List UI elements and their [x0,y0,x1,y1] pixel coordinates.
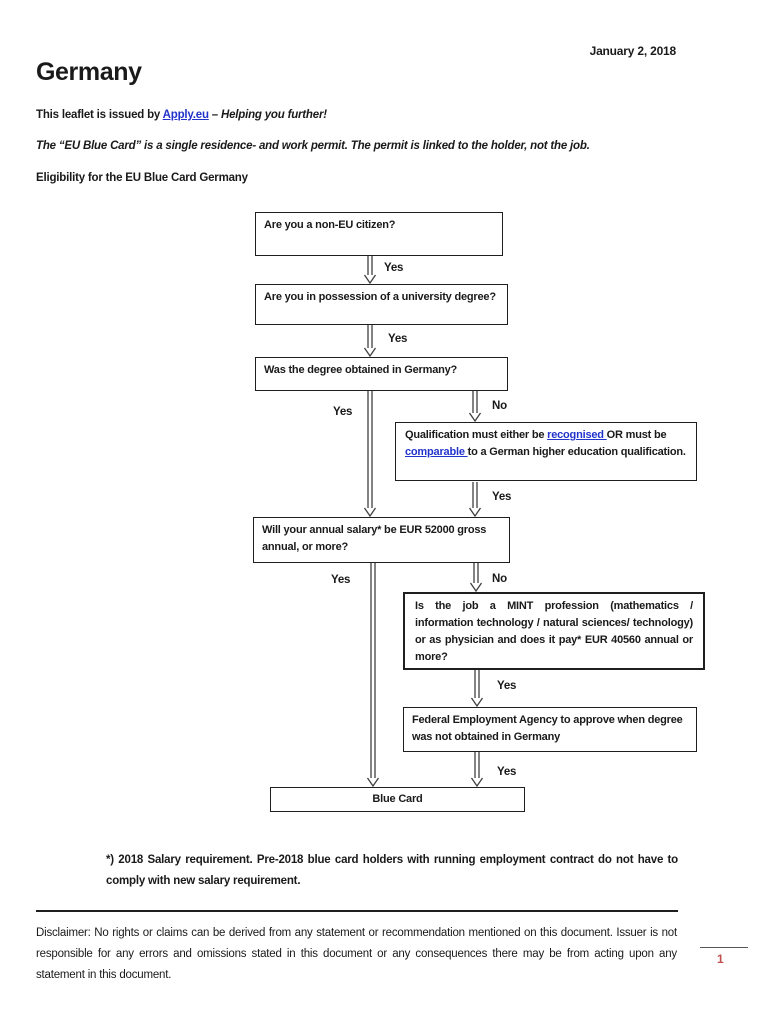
apply-eu-link[interactable]: Apply.eu [162,109,209,121]
flow-box-non-eu-citizen: Are you a non-EU citizen? [255,212,503,256]
flow-box-qualification: Qualification must either be recognised … [395,422,697,481]
page-number: 1 [717,952,724,966]
eligibility-heading: Eligibility for the EU Blue Card Germany [36,172,248,184]
document-date: January 2, 2018 [589,44,677,58]
page-title: Germany [36,58,142,86]
edge-label-yes-5: Yes [331,574,351,586]
arrow-agency-yes-to-bluecard [470,752,484,788]
arrow-germany-yes-to-salary [363,391,377,518]
intro-tagline: Helping you further! [220,109,327,121]
arrow-salary-yes-to-bluecard [366,563,380,788]
edge-label-yes-7: Yes [497,766,517,778]
edge-label-yes-4: Yes [492,491,512,503]
arrow-mint-yes-to-agency [470,670,484,708]
edge-label-yes-3: Yes [333,406,353,418]
flow-box-salary-52000: Will your annual salary* be EUR 52000 gr… [253,517,510,563]
edge-label-yes-1: Yes [384,262,404,274]
qualification-text-2: OR must be [606,429,667,441]
edge-label-yes-2: Yes [388,333,408,345]
flow-box-blue-card: Blue Card [270,787,525,812]
intro-prefix: This leaflet is issued by [36,109,163,121]
flow-box-mint-profession: Is the job a MINT profession (mathematic… [403,592,705,670]
edge-label-no-1: No [492,400,507,412]
arrow-degree-to-germany [363,325,377,358]
flow-box-degree-in-germany: Was the degree obtained in Germany? [255,357,508,391]
blue-card-description: The “EU Blue Card” is a single residence… [36,140,590,152]
qualification-text-1: Qualification must either be [405,429,548,441]
qualification-text-3: to a German higher education qualificati… [467,446,686,458]
recognised-link[interactable]: recognised [547,429,607,441]
arrow-qualification-yes-to-salary [468,482,482,518]
edge-label-no-2: No [492,573,507,585]
disclaimer-text: Disclaimer: No rights or claims can be d… [36,927,677,981]
arrow-germany-no-to-qualification [468,391,482,423]
page-number-divider [700,947,748,948]
arrow-citizen-to-degree [363,256,377,285]
footer-divider [36,910,678,912]
intro-separator: – [208,109,221,121]
salary-footnote: *) 2018 Salary requirement. Pre-2018 blu… [106,854,678,887]
comparable-link[interactable]: comparable [405,446,468,458]
edge-label-yes-6: Yes [497,680,517,692]
flow-box-university-degree: Are you in possession of a university de… [255,284,508,325]
arrow-salary-no-to-mint [469,563,483,593]
flow-box-federal-agency: Federal Employment Agency to approve whe… [403,707,697,752]
intro-line: This leaflet is issued by Apply.eu – Hel… [36,109,327,121]
